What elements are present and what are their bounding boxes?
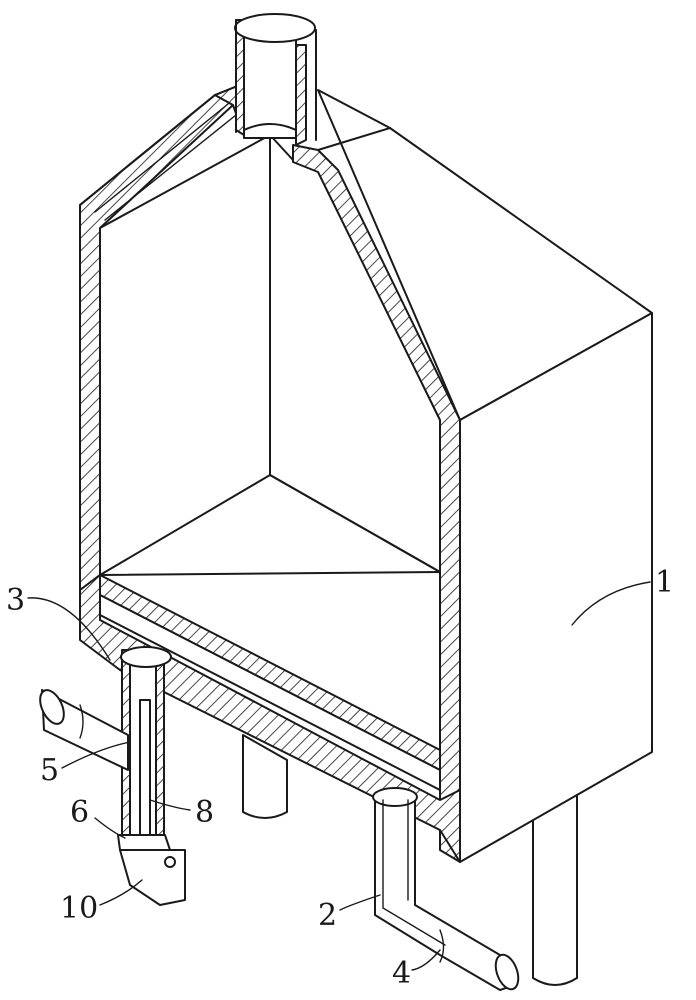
label-1: 1: [655, 565, 674, 600]
label-6: 6: [70, 795, 89, 830]
label-10: 10: [60, 891, 98, 926]
label-5: 5: [40, 753, 59, 788]
label-8: 8: [195, 795, 214, 830]
label-3: 3: [6, 583, 25, 618]
label-2: 2: [318, 898, 337, 933]
label-4: 4: [392, 956, 411, 991]
inlet-pipe-top: [235, 14, 316, 145]
